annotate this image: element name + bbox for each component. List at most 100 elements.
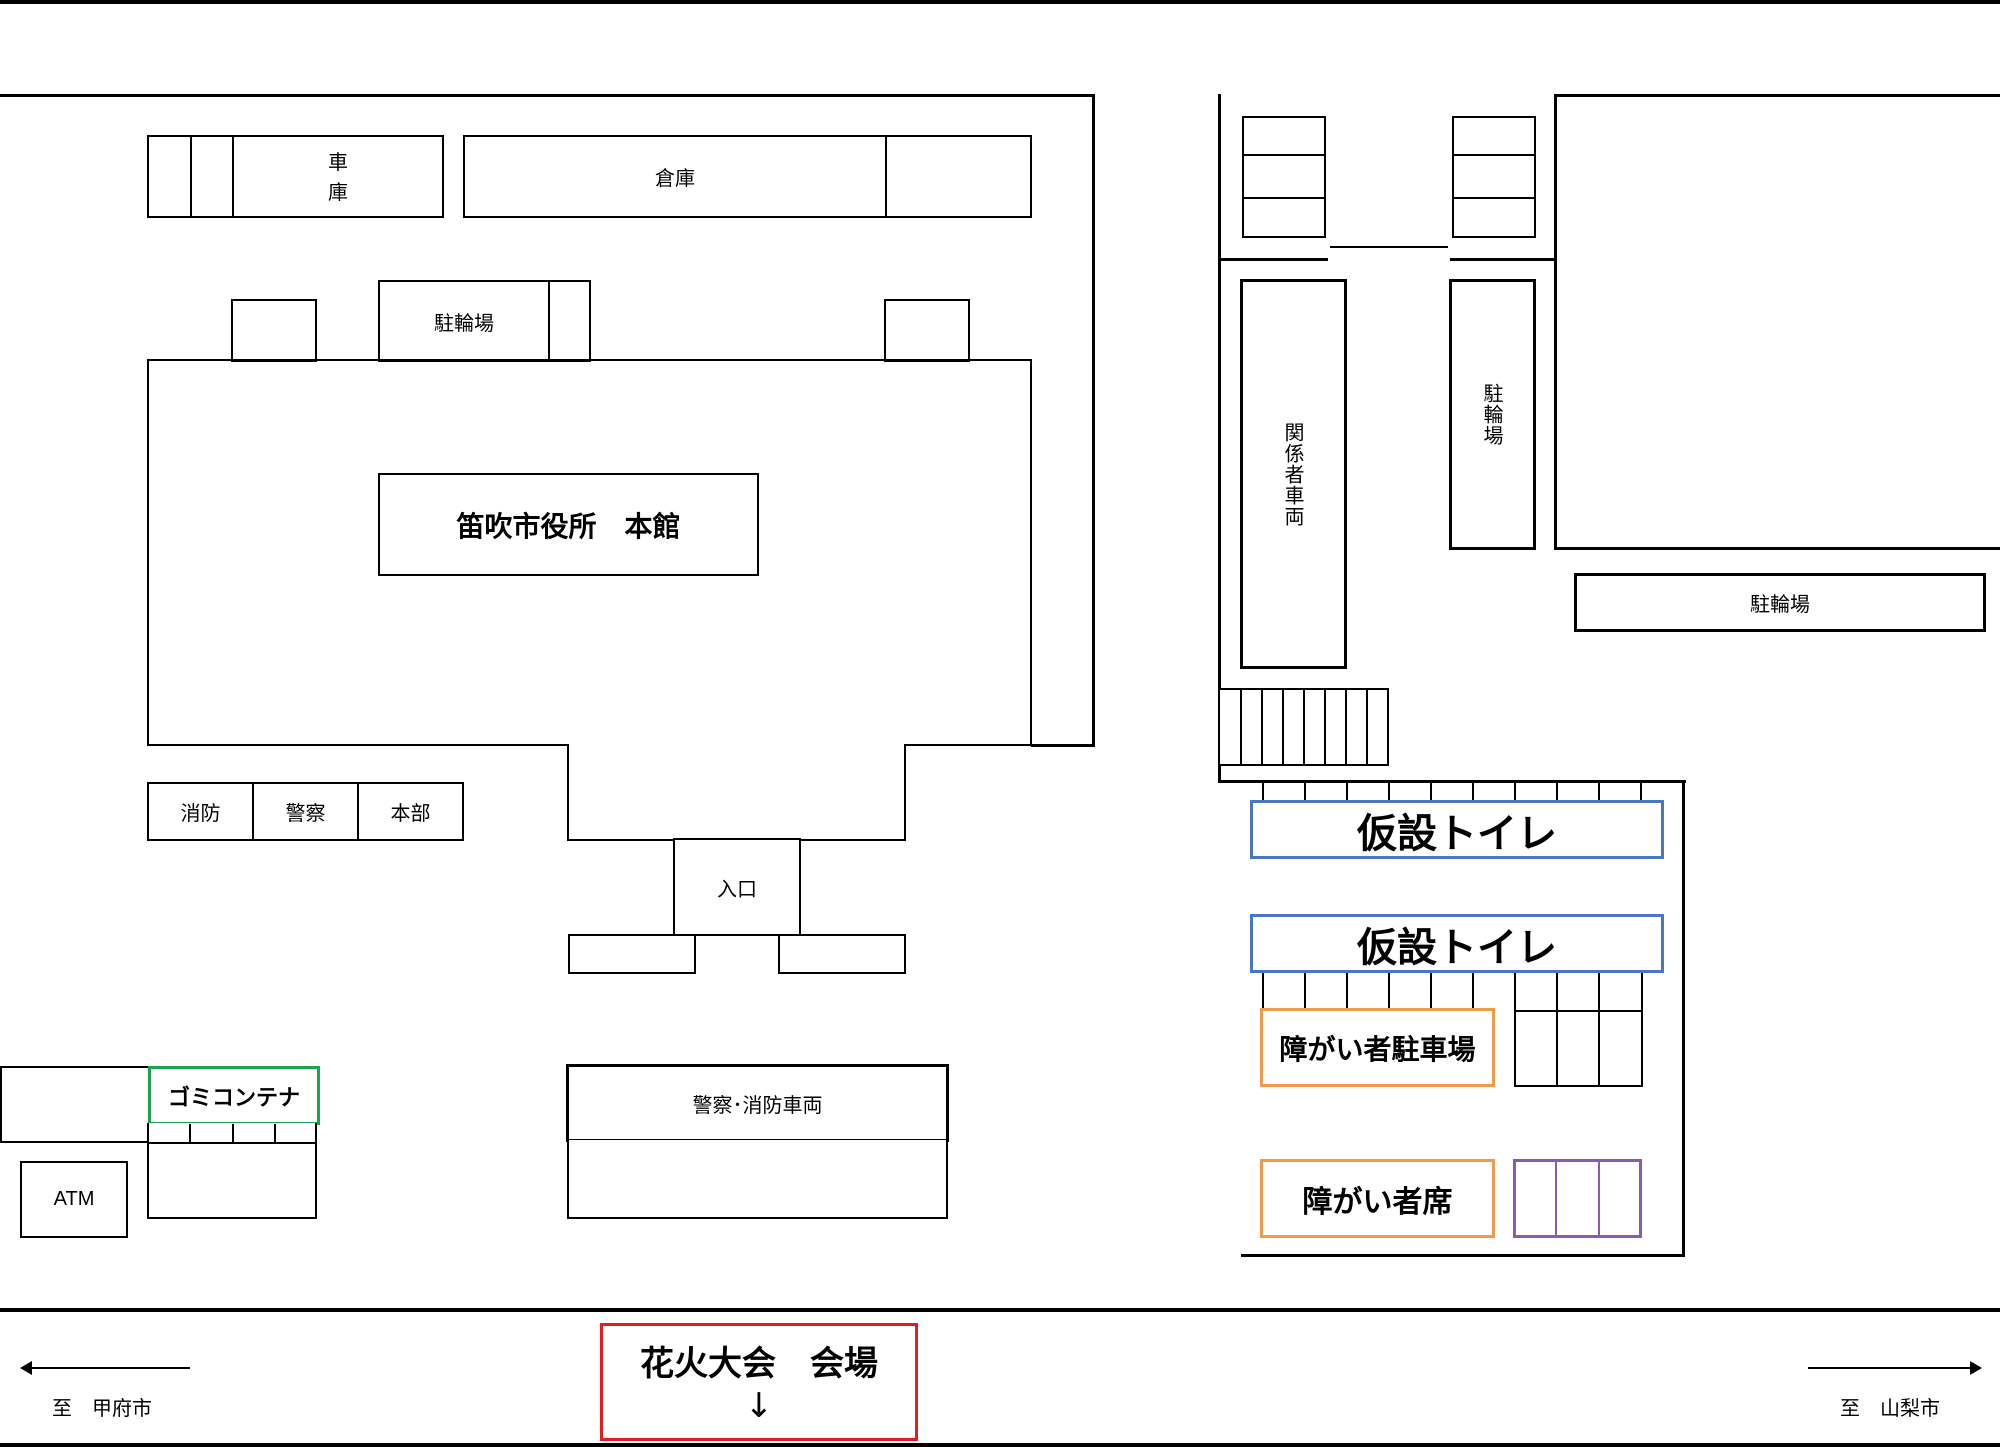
rack-3 (1282, 688, 1284, 766)
entrance-label: 入口 (717, 876, 757, 901)
disabled-parking-label: 障がい者駐車場 (1279, 1032, 1476, 1066)
stall-tick-4 (1388, 973, 1390, 1010)
annex-box-right (884, 299, 970, 362)
parking-stall-line-2 (1242, 197, 1326, 199)
arrow-right-line (1808, 1367, 1972, 1369)
rack-7 (1366, 688, 1368, 766)
extra-stall-line (1514, 1010, 1643, 1012)
disabled-seats-label: 障がい者席 (1302, 1184, 1453, 1220)
toilet-tick-6 (1472, 780, 1474, 802)
toilet-tick-9 (1598, 780, 1600, 802)
temp-toilet-2-label: 仮設トイレ (1357, 924, 1557, 971)
warehouse-label: 倉庫 (655, 166, 695, 190)
arrow-left-line (26, 1367, 190, 1369)
left-bottom-block (0, 1066, 150, 1143)
to-yamanashi-label: 至 山梨市 (1840, 1396, 1940, 1420)
gate-line (1330, 246, 1448, 248)
road-top (0, 1308, 2000, 1312)
parking-stall-line-1 (1242, 154, 1326, 156)
bicycle-parking-top-label: 駐輪場 (434, 310, 494, 335)
road-top-line (0, 0, 2000, 4)
fire-office-label: 消防 (180, 801, 221, 825)
atm-box: ATM (20, 1161, 128, 1238)
purple-divider-2 (1598, 1159, 1600, 1238)
garage-bay-1 (147, 135, 192, 218)
bicycle-parking-right: 駐輪場 (1574, 573, 1986, 632)
fire-office: 消防 (147, 782, 254, 841)
left-compound-right (1092, 94, 1095, 746)
stall-tick-2 (1304, 973, 1306, 1010)
entrance: 入口 (673, 838, 801, 936)
police-office-label: 警察 (285, 801, 326, 825)
divider-left (1218, 258, 1328, 261)
extra-stall-2 (1598, 973, 1600, 1087)
bicycle-parking-top: 駐輪場 (378, 280, 550, 362)
police-office: 警察 (252, 782, 359, 841)
garbage-container: ゴミコンテナ (148, 1066, 320, 1125)
road-bottom (0, 1443, 2000, 1447)
toilet-tick-10 (1640, 780, 1642, 802)
bicycle-parking-vertical: 駐輪場 (1449, 279, 1536, 550)
left-compound-top (0, 94, 1095, 97)
toilet-tick-3 (1346, 780, 1348, 802)
down-arrow-icon: ↓ (744, 1386, 774, 1426)
disabled-seats-extra (1513, 1159, 1642, 1238)
garage: 車 庫 (232, 135, 444, 218)
stall-tick-5 (1430, 973, 1432, 1010)
stall-tick-3 (1346, 973, 1348, 1010)
headquarters-office: 本部 (357, 782, 464, 841)
divider-right (1450, 258, 1558, 261)
parking-stalls-upper-right (1452, 116, 1536, 238)
disabled-parking-extra-stalls (1514, 973, 1643, 1087)
rack-6 (1345, 688, 1347, 766)
purple-divider-1 (1555, 1159, 1557, 1238)
garage-label-2: 庫 (328, 179, 348, 204)
police-fire-vehicles: 警察･消防車両 (566, 1064, 949, 1142)
rack-1 (1240, 688, 1242, 766)
right-building (1554, 94, 2000, 550)
garbage-bay-divider-3 (274, 1124, 276, 1144)
city-hall-building-shape (147, 359, 1032, 841)
staff-vehicles-label: 関係者車両 (1281, 421, 1305, 527)
atm-label: ATM (53, 1188, 95, 1210)
left-compound-bottom-stub (1031, 744, 1095, 747)
parking-stall-line-3 (1452, 154, 1536, 156)
disabled-parking: 障がい者駐車場 (1260, 1008, 1495, 1087)
temp-toilet-2: 仮設トイレ (1250, 914, 1664, 973)
toilet-tick-7 (1514, 780, 1516, 802)
toilet-tick-2 (1304, 780, 1306, 802)
bicycle-parking-right-label: 駐輪場 (1750, 592, 1810, 616)
stall-tick-6 (1472, 973, 1474, 1010)
bicycle-parking-vertical-label: 駐輪場 (1480, 383, 1504, 446)
annex-box-left (231, 299, 317, 362)
garbage-bay-line (147, 1142, 317, 1144)
parking-stalls-upper-left (1242, 116, 1326, 238)
fireworks-venue-label: 花火大会 会場 (640, 1344, 878, 1384)
staff-vehicles: 関係者車両 (1240, 279, 1347, 669)
temp-toilet-1-label: 仮設トイレ (1357, 810, 1557, 857)
toilet-tick-4 (1388, 780, 1390, 802)
right-compound-left-wall (1218, 94, 1221, 782)
extra-stall-1 (1556, 973, 1558, 1087)
warehouse: 倉庫 (463, 135, 887, 218)
stall-tick-1 (1262, 973, 1264, 1010)
garbage-bay-divider-2 (232, 1124, 234, 1144)
toilet-tick-1 (1262, 780, 1264, 802)
arrow-right-head-icon (1970, 1361, 1982, 1375)
fireworks-venue-box: 花火大会 会場 ↓ (600, 1323, 918, 1441)
toilet-tick-5 (1430, 780, 1432, 802)
parking-stall-line-4 (1452, 197, 1536, 199)
warehouse-annex (885, 135, 1032, 218)
city-hall-name: 笛吹市役所 本館 (456, 509, 681, 543)
lower-right-bottom (1241, 1254, 1685, 1257)
rack-5 (1324, 688, 1326, 766)
garage-label-1: 車 (328, 149, 348, 174)
entrance-step-right (778, 934, 906, 974)
arrow-left-head-icon (20, 1361, 32, 1375)
lower-right-wall (1682, 780, 1685, 1257)
garbage-container-label: ゴミコンテナ (167, 1085, 300, 1111)
city-hall-name-box: 笛吹市役所 本館 (378, 473, 759, 576)
rack-4 (1303, 688, 1305, 766)
to-kofu-label: 至 甲府市 (52, 1396, 152, 1420)
